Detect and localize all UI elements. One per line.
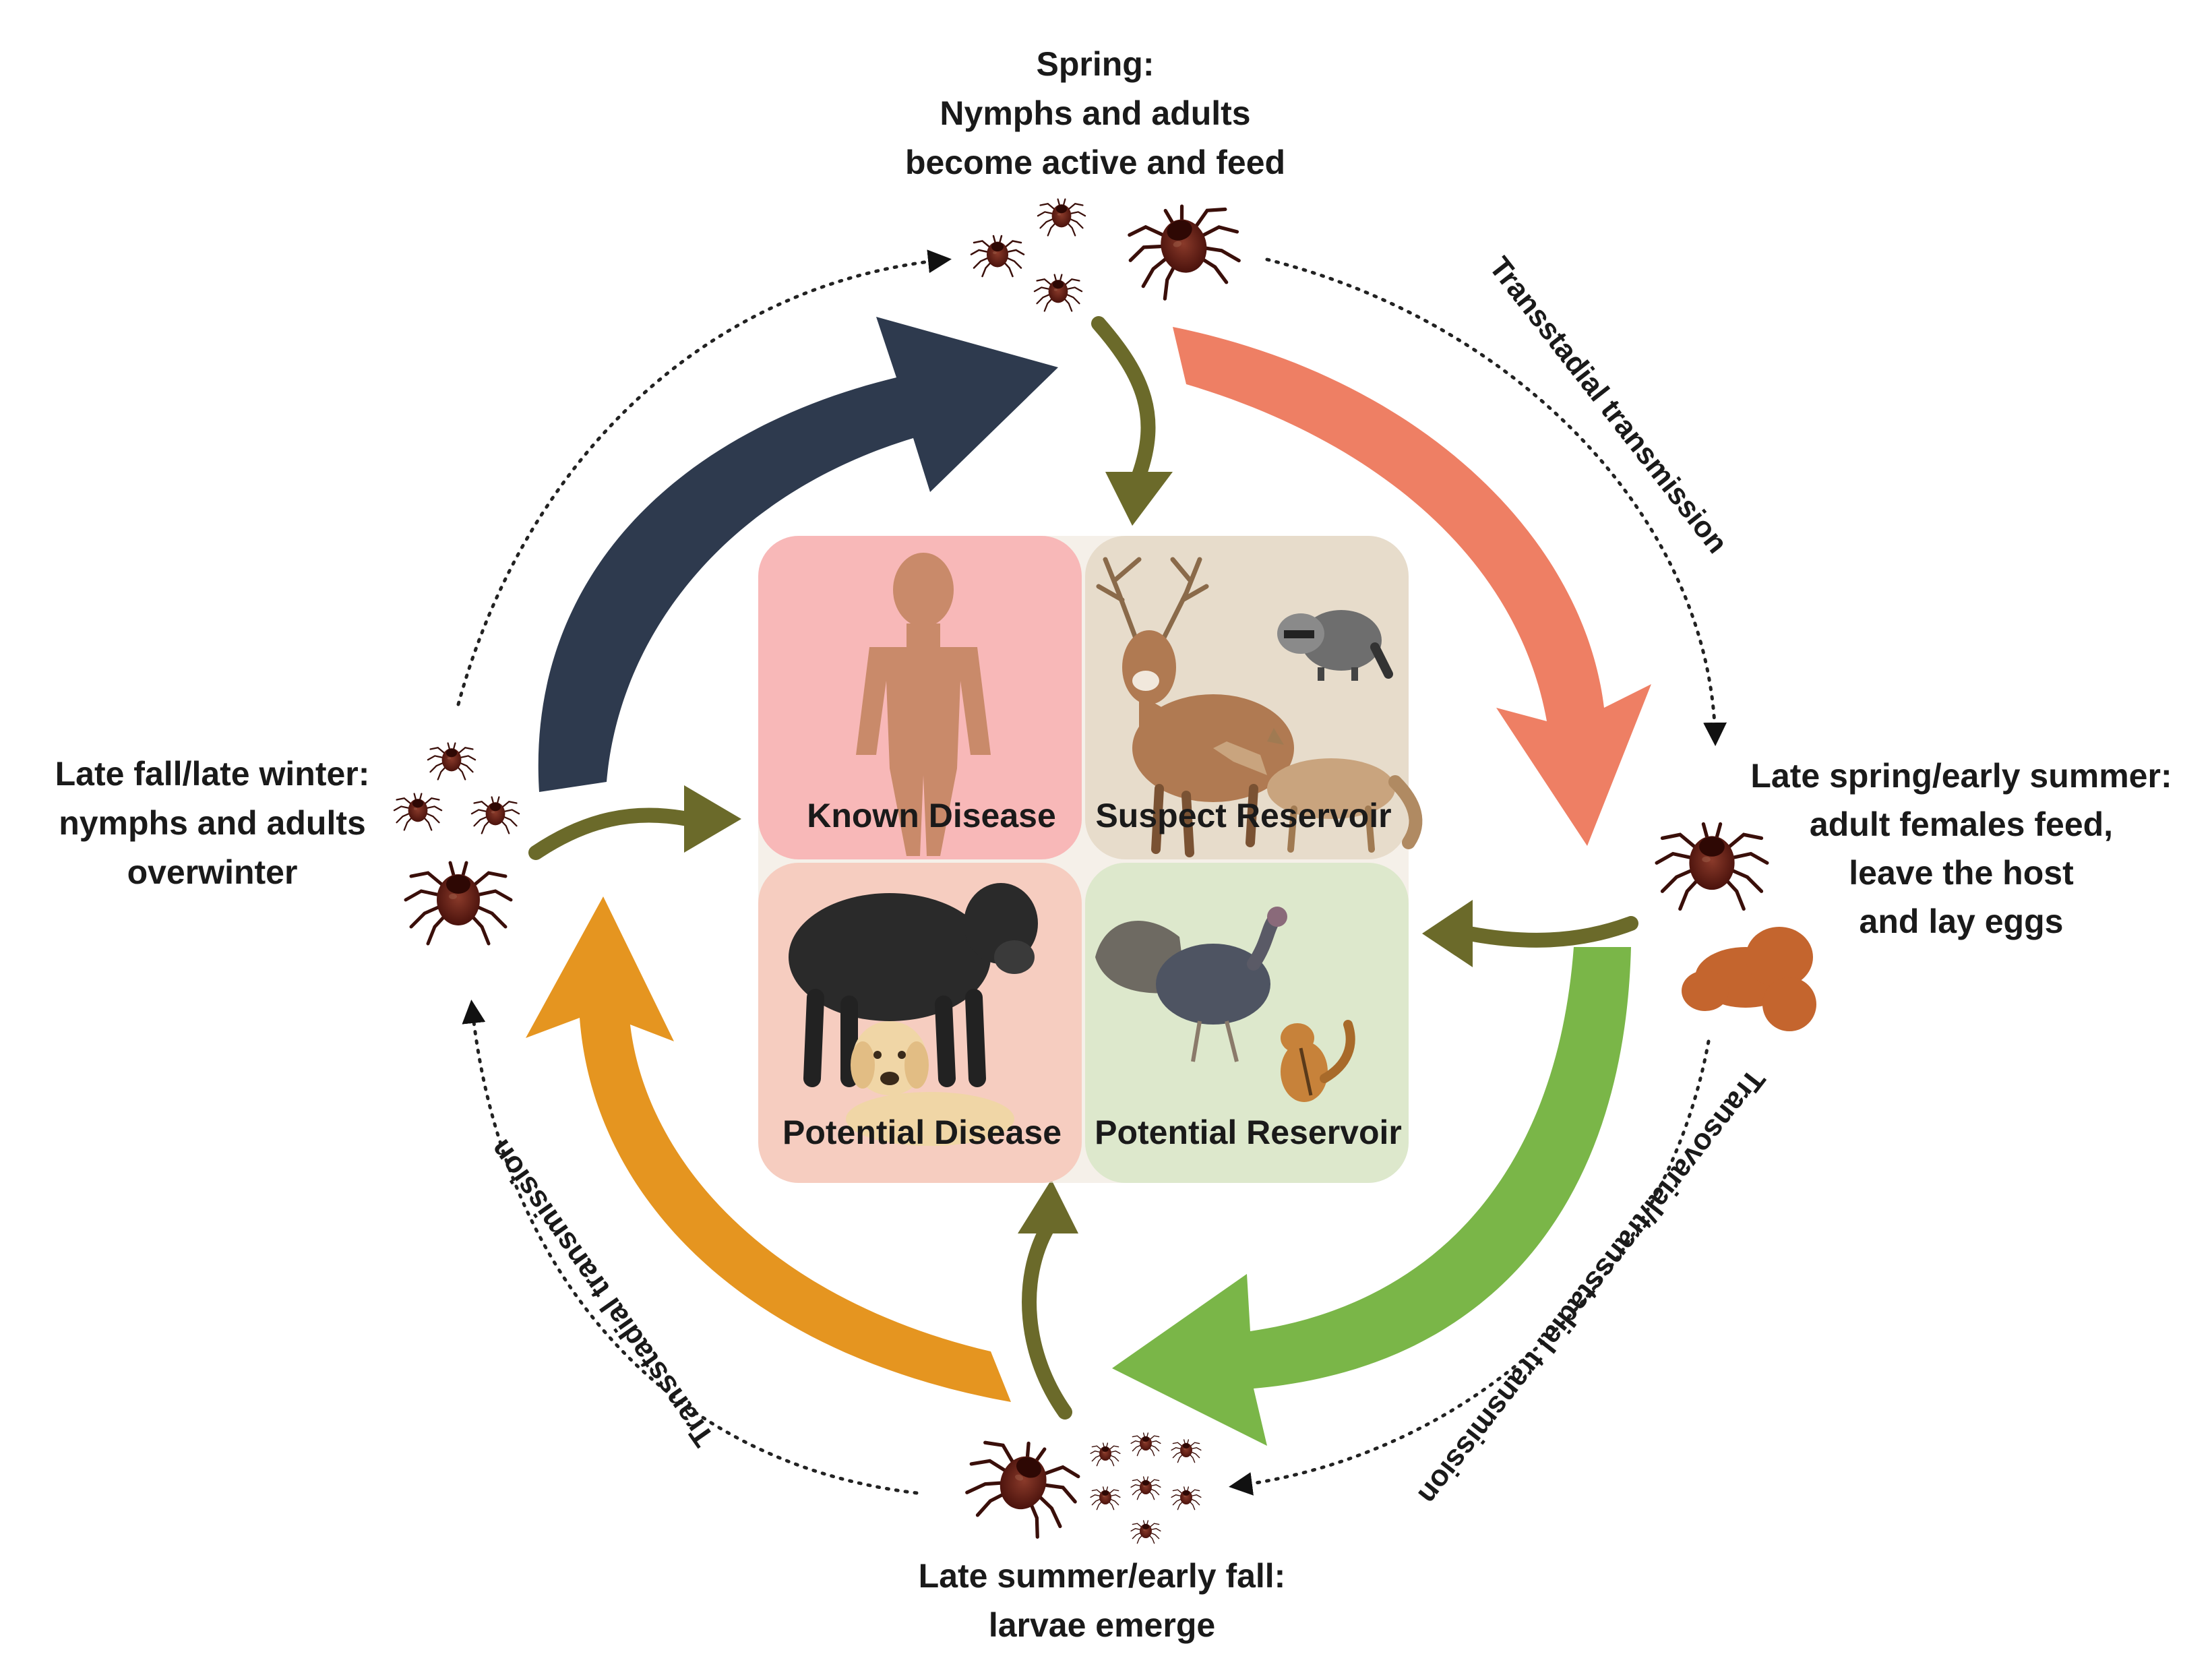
- host-panel: Known Disease Suspect Reservoir Potentia…: [758, 536, 1423, 1183]
- ticks-late-summer: [956, 1428, 1202, 1545]
- potential-disease-label: Potential Disease: [782, 1114, 1062, 1151]
- stage-spring-line-3: become active and feed: [905, 144, 1285, 181]
- stage-late-spring-line-2: adult females feed,: [1810, 805, 2113, 843]
- stage-label-late-spring: Late spring/early summer: adult females …: [1750, 757, 2172, 940]
- transmission-label-top-right: Transstadial transmission: [1483, 251, 1734, 559]
- human-silhouette: [856, 553, 991, 856]
- dotted-path-top-left: [456, 249, 952, 706]
- stage-label-late-summer: Late summer/early fall: larvae emerge: [919, 1557, 1286, 1644]
- stage-late-spring-line-1: Late spring/early summer:: [1750, 757, 2172, 795]
- stage-label-spring: Spring: Nymphs and adults become active …: [905, 45, 1285, 181]
- egg-mass-icon: [1682, 927, 1816, 1031]
- stage-late-spring-line-3: leave the host: [1849, 854, 2074, 892]
- arrow-navy-to-spring: [538, 317, 1058, 792]
- known-disease-label: Known Disease: [807, 797, 1056, 834]
- turkey-image: [1095, 907, 1287, 1062]
- dotted-path-top-right: [1265, 257, 1727, 746]
- stage-late-spring-line-4: and lay eggs: [1860, 903, 2064, 940]
- olive-arrowheads: [684, 472, 1473, 1233]
- coyote-image: [1213, 728, 1423, 853]
- stage-late-fall-line-2: nymphs and adults: [59, 804, 366, 842]
- olive-arrow-late-fall-right: [528, 807, 695, 860]
- arrow-green-to-late-summer: [1112, 947, 1631, 1446]
- olive-arrow-spring-down: [1091, 316, 1156, 483]
- ticks-late-fall: [393, 742, 520, 944]
- arrow-salmon-to-late-spring: [1173, 327, 1651, 846]
- ticks-late-spring: [1657, 824, 1816, 1031]
- arrow-orange-to-late-fall: [526, 896, 1011, 1402]
- suspect-reservoir-label: Suspect Reservoir: [1095, 797, 1391, 834]
- stage-late-summer-line-2: larvae emerge: [989, 1606, 1215, 1644]
- chipmunk-image: [1281, 1020, 1355, 1102]
- stage-late-fall-line-3: overwinter: [127, 853, 298, 891]
- olive-arrow-late-summer-up: [1022, 1219, 1072, 1420]
- stage-spring-line-2: Nymphs and adults: [940, 94, 1250, 132]
- stage-late-fall-line-1: Late fall/late winter:: [55, 755, 370, 793]
- potential-reservoir-label: Potential Reservoir: [1095, 1114, 1402, 1151]
- dotted-path-bottom-right: [1229, 1039, 1711, 1496]
- stage-spring-line-1: Spring:: [1037, 45, 1155, 83]
- dog-image: [846, 1021, 1014, 1146]
- dotted-transmission-paths: [456, 249, 1727, 1496]
- stage-late-summer-line-1: Late summer/early fall:: [919, 1557, 1286, 1595]
- bull-image: [789, 883, 1038, 1087]
- stage-label-late-fall: Late fall/late winter: nymphs and adults…: [55, 755, 370, 891]
- olive-arrow-late-spring-left: [1462, 916, 1638, 948]
- raccoon-image: [1277, 610, 1393, 681]
- olive-arrows: [528, 316, 1638, 1420]
- dotted-path-bottom-left: [462, 1000, 919, 1495]
- ticks-spring: [970, 194, 1249, 312]
